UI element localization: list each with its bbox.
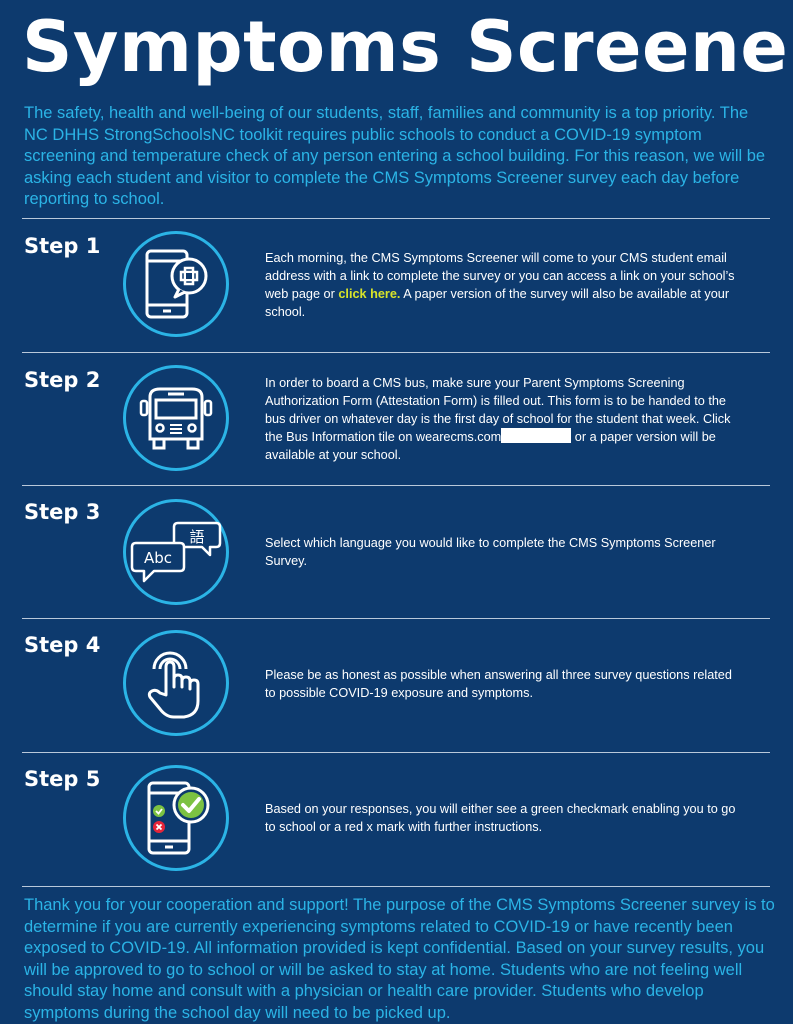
step-1-label: Step 1 — [24, 234, 101, 258]
redacted-box — [501, 428, 572, 443]
step-3-label: Step 3 — [24, 500, 101, 524]
pointing-hand-icon — [147, 651, 200, 719]
step-1-icon-circle — [123, 231, 229, 337]
divider — [22, 752, 770, 753]
step-2-label: Step 2 — [24, 368, 101, 392]
click-here-link[interactable]: click here. — [338, 287, 401, 301]
step-2-icon-circle — [123, 365, 229, 471]
divider — [22, 218, 770, 219]
step-5-text: Based on your responses, you will either… — [265, 802, 736, 834]
language-chat-icon: 語 Abc — [130, 521, 222, 583]
step-3-icon-circle: 語 Abc — [123, 499, 229, 605]
phone-checkmark-icon — [147, 781, 210, 855]
divider — [22, 886, 770, 887]
step-3-text: Select which language you would like to … — [265, 536, 716, 568]
outro-paragraph: Thank you for your cooperation and suppo… — [24, 896, 775, 1022]
step-2-text: In order to board a CMS bus, make sure y… — [265, 376, 731, 462]
page-title: Symptoms Screener — [22, 6, 793, 88]
step-4-icon-circle — [123, 630, 229, 736]
icon-text-abc: Abc — [144, 549, 172, 567]
step-4-label: Step 4 — [24, 633, 101, 657]
step-5-label: Step 5 — [24, 767, 101, 791]
step-1-text: Each morning, the CMS Symptoms Screener … — [265, 251, 735, 319]
icon-text-kanji: 語 — [189, 528, 204, 546]
bus-icon — [139, 387, 213, 450]
divider — [22, 352, 770, 353]
intro-paragraph: The safety, health and well-being of our… — [24, 104, 766, 208]
step-4-text: Please be as honest as possible when ans… — [265, 668, 732, 700]
divider — [22, 618, 770, 619]
divider — [22, 485, 770, 486]
step-5-icon-circle — [123, 765, 229, 871]
phone-plus-icon — [145, 249, 208, 319]
